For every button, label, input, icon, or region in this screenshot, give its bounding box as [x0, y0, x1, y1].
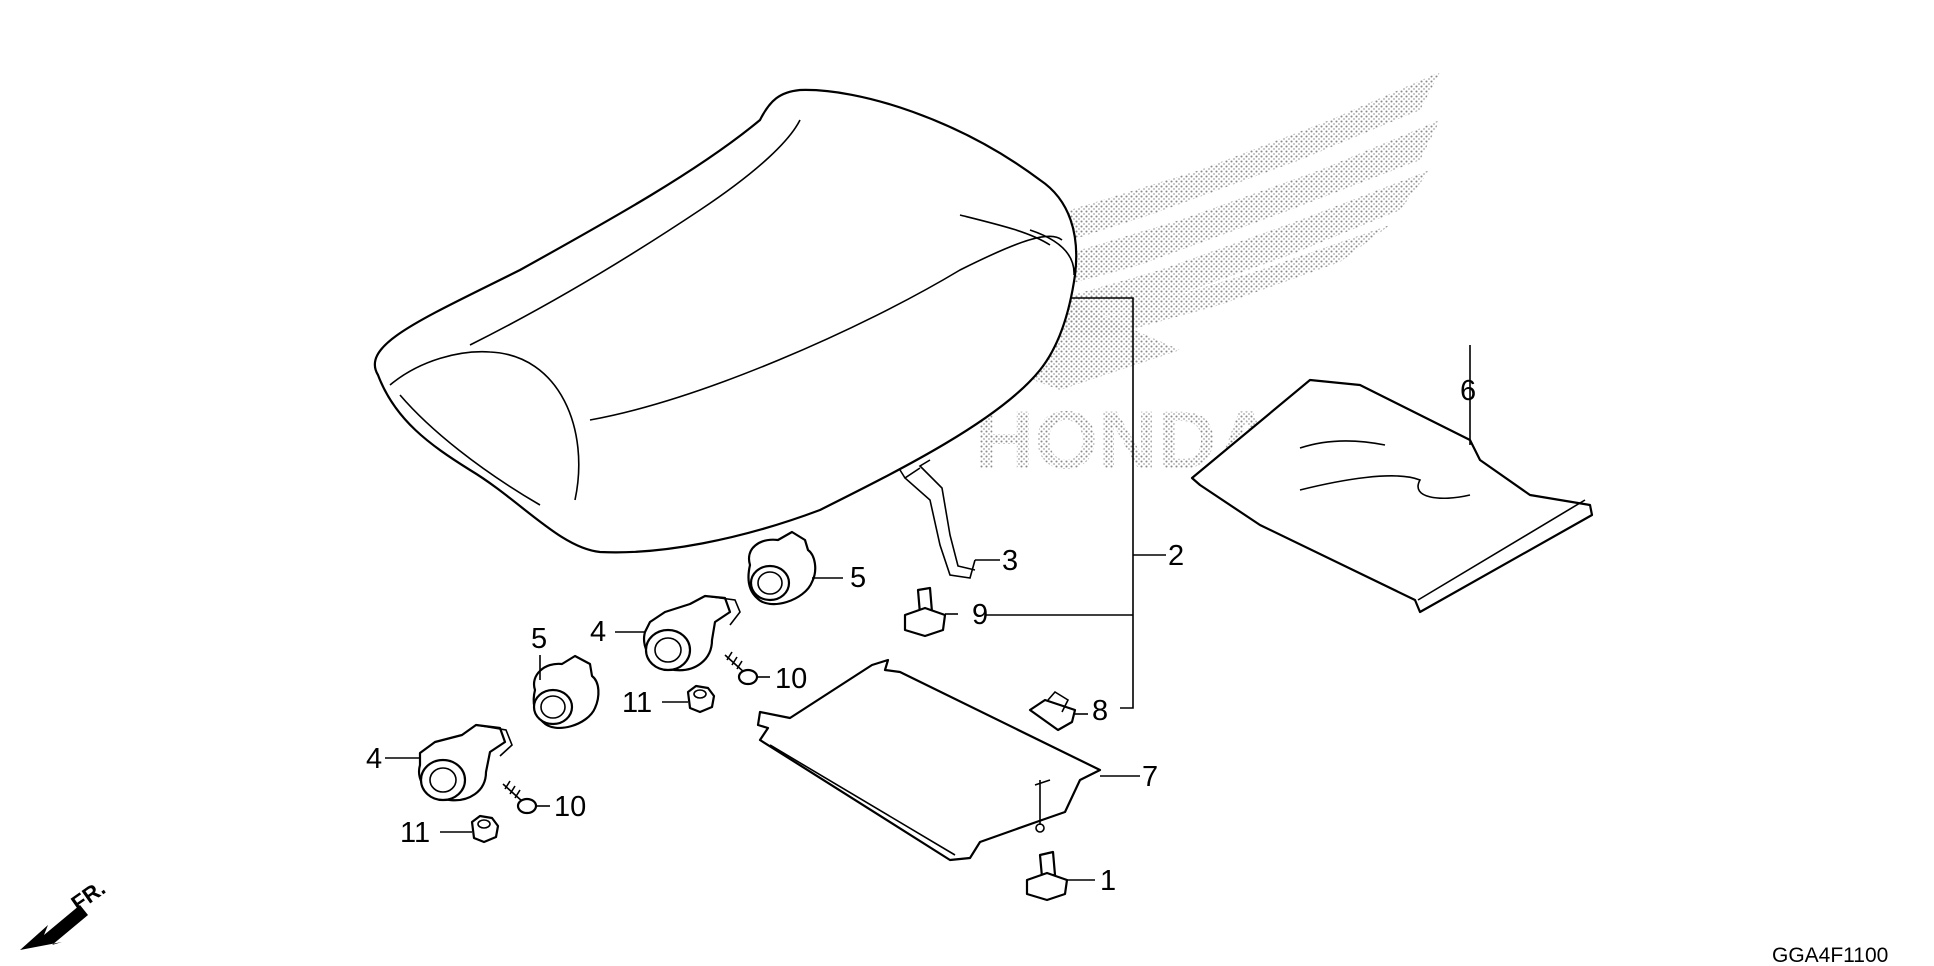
callout-7: 7	[1142, 761, 1158, 793]
callout-1: 1	[1100, 865, 1116, 897]
callout-4-lower: 4	[366, 743, 382, 775]
callout-2: 2	[1168, 540, 1184, 572]
front-label: FR.	[67, 875, 110, 916]
seat-hook-wire	[899, 459, 976, 579]
tapping-screw-lower	[502, 780, 538, 815]
front-direction-arrow-icon	[20, 905, 88, 950]
tool-bag	[1190, 378, 1594, 614]
nut-lower	[470, 814, 500, 844]
clip-nut	[1028, 690, 1077, 732]
callout-11-lower: 11	[400, 817, 430, 849]
callout-10-lower: 10	[554, 791, 586, 823]
seat-lock-clip-lower	[417, 723, 513, 802]
seat-assembly	[373, 88, 1078, 554]
callout-5-lower: 5	[531, 623, 547, 655]
leader-lines	[385, 297, 1471, 881]
callout-11-upper: 11	[622, 687, 652, 719]
callout-3: 3	[1002, 545, 1018, 577]
flange-bolt	[903, 586, 947, 638]
callout-5-upper: 5	[850, 562, 866, 594]
callout-6: 6	[1460, 375, 1476, 407]
callout-4-upper: 4	[590, 616, 606, 648]
seat-lock-clip-upper	[642, 594, 741, 672]
callout-10-upper: 10	[775, 663, 807, 695]
nut-upper	[686, 684, 716, 714]
seat-collar-upper	[747, 530, 817, 606]
bolt-bottom	[1025, 850, 1069, 902]
callout-8: 8	[1092, 695, 1108, 727]
tapping-screw-upper	[724, 651, 759, 686]
seat-collar-lower	[532, 654, 600, 730]
seat-plate	[756, 658, 1102, 862]
diagram-code: GGA4F1100	[1772, 944, 1888, 966]
callout-9: 9	[972, 599, 988, 631]
